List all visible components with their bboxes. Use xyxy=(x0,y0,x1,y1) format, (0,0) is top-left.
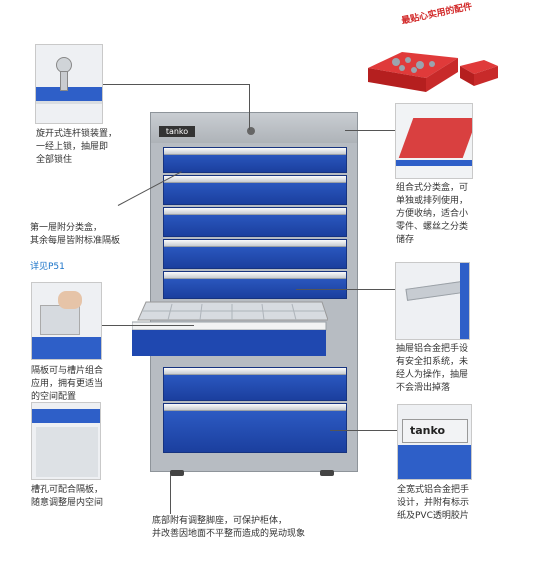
caption-base: 底部附有调整脚座，可保护柜体， 并改善因地面不平整而造成的晃动现象 xyxy=(152,516,306,539)
slot-photo xyxy=(31,402,101,480)
caption-slot: 槽孔可配合隔板， 随意调整屉内空间 xyxy=(31,485,104,508)
drawer-3 xyxy=(163,207,347,237)
label-brand-text: tanko xyxy=(410,424,446,437)
caption-lock: 旋开式连杆锁装置， 一经上锁，抽屉即 全部锁住 xyxy=(36,129,118,165)
caption-handle-lock: 抽屉铝合金把手设 有安全扣系统，未 经人为操作，抽屉 不会滑出掉落 xyxy=(396,344,469,393)
caption-first-drawer: 第一屉附分类盒， 其余每屉皆附标准隔板 详见P51 xyxy=(30,209,120,274)
drawer-4 xyxy=(163,239,347,269)
lock-icon xyxy=(247,127,255,135)
partition-photo xyxy=(31,282,102,360)
caption-first-drawer-link[interactable]: 详见P51 xyxy=(30,262,65,272)
drawer-1 xyxy=(163,147,347,173)
tool-cabinet: tanko xyxy=(150,112,358,472)
handle-lock-photo xyxy=(395,262,470,340)
open-drawer xyxy=(131,300,329,360)
caption-full-handle: 全宽式铝合金把手 设计，并附有标示 纸及PVC透明胶片 xyxy=(397,485,470,521)
caption-bin-box: 组合式分类盒，可 单独或排列使用， 方便收纳，适合小 零件、螺丝之分类 储存 xyxy=(396,183,469,245)
full-handle-photo: tanko xyxy=(397,404,472,480)
caption-first-drawer-text: 第一屉附分类盒， 其余每屉皆附标准隔板 xyxy=(30,223,121,246)
drawer-2 xyxy=(163,175,347,205)
accessory-caption: 最贴心实用的配件 xyxy=(400,1,474,27)
caption-partition: 隔板可与槽片组合 应用，拥有更适当 的空间配置 xyxy=(31,366,104,402)
drawer-5 xyxy=(163,271,347,299)
drawer-7 xyxy=(163,367,347,401)
accessory-tray-image xyxy=(362,38,500,96)
drawer-8 xyxy=(163,403,347,453)
lock-photo xyxy=(35,44,103,124)
bin-box-photo xyxy=(395,103,473,179)
brand-badge: tanko xyxy=(159,126,195,137)
